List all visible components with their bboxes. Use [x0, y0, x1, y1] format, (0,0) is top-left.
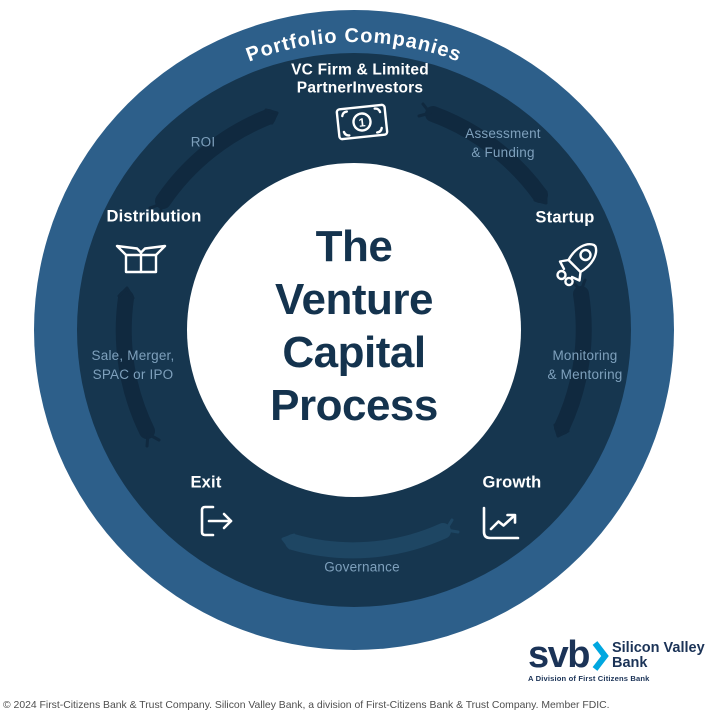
flow-arc-sale — [115, 290, 155, 439]
flow-chevron-icon — [417, 102, 432, 118]
flow-chevron-icon — [553, 423, 570, 438]
rocket-icon — [549, 235, 605, 291]
title-line: Capital — [282, 328, 426, 377]
stage-label-line: PartnerInvestors — [296, 79, 424, 96]
transition-label-line: Assessment — [465, 126, 541, 141]
transition-label-line: & Mentoring — [547, 367, 623, 382]
flow-arc-assessment — [425, 106, 548, 203]
flow-chevron-icon — [281, 533, 296, 550]
exit-icon — [195, 502, 239, 540]
stage-label-growth: Growth — [482, 473, 542, 492]
center-circle — [187, 163, 521, 497]
flow-chevron-icon — [533, 190, 548, 205]
flow-chevron-icon — [145, 432, 161, 448]
stage-label-distribution: Distribution — [106, 207, 202, 226]
svb-brand-name: Silicon Valley Bank — [611, 639, 705, 672]
flow-chevron-icon — [444, 518, 460, 534]
transition-label-line: Monitoring — [552, 348, 618, 363]
svb-tagline: A Division of First Citizens Bank — [528, 674, 650, 683]
transition-label-governance: Governance — [324, 559, 400, 575]
stage-label-exit: Exit — [190, 473, 222, 492]
copyright-text: © 2024 First-Citizens Bank & Trust Compa… — [3, 700, 610, 711]
transition-label-assessment-funding: Assessment & Funding — [465, 124, 541, 162]
svb-logo: svb Silicon Valley Bank A Division of Fi… — [528, 634, 718, 683]
title-line: Process — [270, 381, 438, 430]
stage-label-startup: Startup — [535, 208, 595, 227]
transition-label-line: SPAC or IPO — [92, 367, 174, 382]
growth-chart-icon — [478, 504, 524, 544]
flow-chevron-icon — [264, 108, 279, 125]
stage-label-vc-firm: VC Firm & Limited PartnerInvestors — [291, 62, 429, 97]
page-title: The Venture Capital Process — [270, 220, 438, 432]
flow-arc-governance — [285, 523, 451, 559]
brand-line: Bank — [611, 655, 648, 671]
brand-line: Silicon Valley — [611, 639, 705, 656]
stage-label-line: VC Firm & Limited — [291, 61, 429, 79]
transition-label-monitoring-mentoring: Monitoring & Mentoring — [548, 346, 623, 384]
title-line: Venture — [275, 275, 433, 324]
svg-text:1: 1 — [358, 115, 366, 130]
flow-chevron-icon — [148, 202, 163, 217]
flow-chevron-icon — [571, 278, 587, 293]
flow-arc-roi — [155, 109, 276, 209]
svb-chevron-icon — [592, 641, 609, 671]
transition-label-line: Sale, Merger, — [91, 348, 175, 363]
open-box-icon — [114, 235, 168, 279]
flow-chevron-icon — [117, 286, 135, 300]
flow-arc-monitoring — [554, 286, 592, 435]
flow-arc-governance-group — [281, 518, 460, 559]
title-line: The — [315, 222, 393, 271]
flow-arcs-dark — [115, 102, 592, 448]
transition-label-sale-merger: Sale, Merger, SPAC or IPO — [92, 346, 175, 384]
banknote-icon: 1 — [329, 98, 395, 146]
svb-wordmark: svb — [528, 634, 590, 676]
transition-label-roi: ROI — [190, 134, 216, 150]
transition-label-line: & Funding — [471, 145, 535, 160]
